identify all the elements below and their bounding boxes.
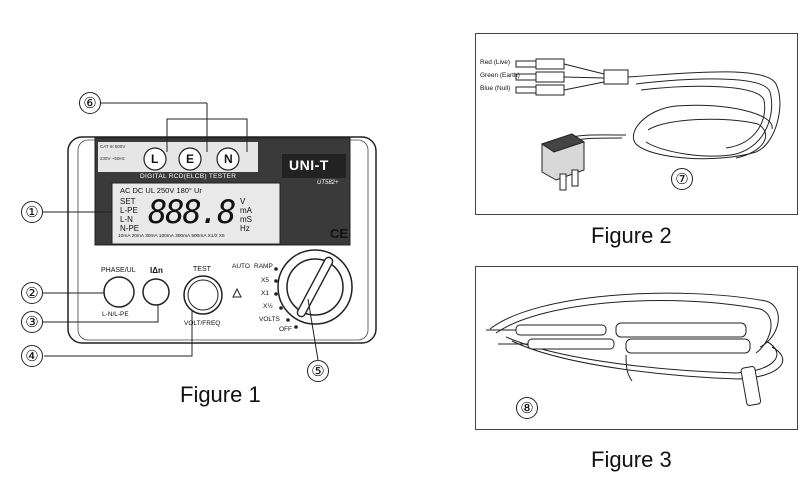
dial-x1: X1 [261,290,269,297]
callout-4: ④ [21,345,43,367]
lead-blue: Blue (Null) [480,85,511,92]
test-button-inner [187,279,219,311]
phase-button [103,276,135,308]
figure-2-caption: Figure 2 [591,223,672,248]
warning-icon [232,287,242,298]
brand-plate [282,154,346,178]
volt-label: 230V ~50Hz [100,156,125,161]
lcd-mode-ln: L-N [120,215,133,224]
callout-6: ⑥ [79,92,101,114]
lcd-bottom-row: 10mA 20mA 30mA 100mA 300mA 500mA X1/2 X5 [118,234,225,239]
dial-x-half: X½ [263,303,273,310]
terminal-l-label: L [151,152,159,166]
terminal-l [143,147,167,171]
terminal-e-label: E [186,152,195,166]
model-label: UT582+ [317,180,339,186]
phase-button-sublabel: L-N/L-PE [102,311,129,318]
device-title: DIGITAL RCD(ELCB) TESTER [140,173,237,180]
test-button-label: TEST [193,266,211,273]
lead-green: Green (Earth) [480,72,520,79]
callout-7: ⑦ [671,168,693,190]
figure-1-caption: Figure 1 [180,382,261,407]
cat-label: CAT III 600V [100,144,126,149]
idn-button [142,278,170,306]
dial-x5: X5 [261,277,269,284]
callout-2: ② [21,282,43,304]
ce-mark: CE [330,226,349,241]
lcd-unit-v: V [240,197,246,206]
callout-5: ⑤ [307,360,329,382]
idn-button-label: IΔn [150,266,163,275]
dial-off: OFF [279,326,292,333]
lcd-mode-lpe: L-PE [120,206,138,215]
lead-red: Red (Live) [480,59,510,66]
tester-device-drawing [43,102,377,361]
lcd-unit-hz: Hz [240,224,250,233]
lcd-unit-ma: mA [240,206,252,215]
callout-8: ⑧ [516,397,538,419]
dial-pointer [296,256,334,318]
lcd-digits: 888.8 [148,193,236,231]
dial-volts: VOLTS [259,316,280,323]
brand-logo: UNI-T [289,157,329,173]
callout-1: ① [21,201,43,223]
lcd-mode-set: SET [120,197,136,206]
test-button [183,275,223,315]
figure-2-frame: Red (Live) Green (Earth) Blue (Null) ⑦ [475,33,798,215]
lcd-unit-ms: mS [240,215,252,224]
test-button-sublabel: VOLT/FREQ [184,320,221,327]
dial-ramp: RAMP [254,263,273,270]
terminal-n-label: N [224,152,233,166]
lcd-mode-npe: N-PE [120,224,140,233]
phase-button-label: PHASE/UL [101,267,136,274]
callout-3: ③ [21,311,43,333]
rotary-dial-knob [286,258,344,316]
terminal-n [216,147,240,171]
lcd-screen [111,182,281,245]
dial-auto: AUTO [232,263,250,270]
figure-3-caption: Figure 3 [591,447,672,472]
test-lead-drawing [515,58,781,191]
probe-lead-drawing [486,292,784,406]
terminal-e [178,147,202,171]
figure-3-frame: ⑧ [475,266,798,430]
lcd-top-row: AC DC UL 250V 180° Ur [120,186,202,195]
